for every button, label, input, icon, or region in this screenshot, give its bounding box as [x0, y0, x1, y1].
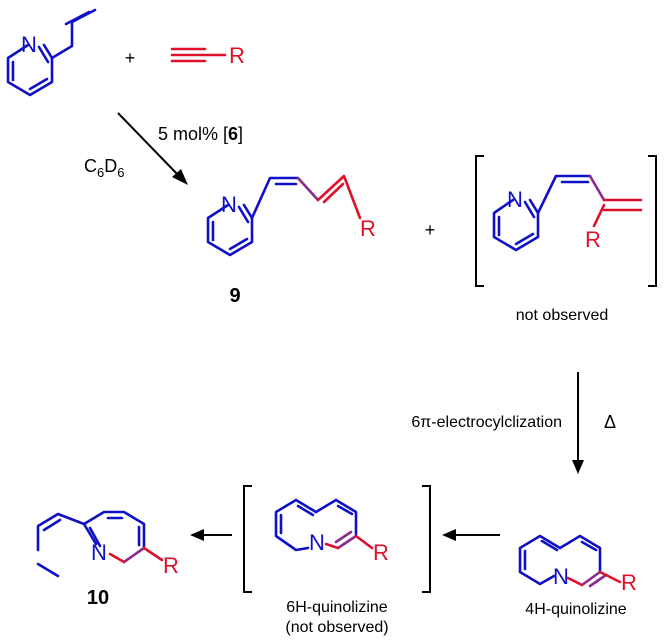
atom-label-r: R: [360, 216, 376, 241]
atom-label-n: N: [553, 564, 569, 589]
atom-label-r: R: [621, 570, 637, 595]
bracket-right-2: [422, 485, 431, 593]
reaction-arrow-2: [572, 372, 584, 474]
solvent-label: C6D6: [84, 156, 124, 180]
plus-sign-top: +: [125, 48, 136, 68]
atom-label-n: N: [221, 192, 237, 217]
plus-sign-middle: +: [425, 220, 436, 240]
not-observed-label: not observed: [516, 307, 609, 324]
quinolizine-4h-label: 4H-quinolizine: [525, 601, 626, 618]
product-10-molecule: N R: [36, 510, 179, 578]
bracket-left-2: [243, 485, 252, 593]
atom-label-n: N: [91, 540, 107, 565]
atom-label-n: N: [21, 32, 37, 57]
electrocyclization-label: 6π-electrocylclization: [411, 414, 562, 431]
vinylpyridine-molecule: N: [6, 8, 97, 97]
compound-10-label: 10: [87, 587, 109, 609]
reaction-arrow-3: [442, 529, 500, 541]
bracket-left-1: [475, 155, 484, 287]
atom-label-r: R: [229, 43, 245, 68]
atom-label-n: N: [309, 530, 325, 555]
bracket-right-1: [648, 155, 657, 287]
reaction-arrow-4: [190, 529, 232, 541]
reaction-arrow-1: [117, 112, 188, 185]
catalyst-label: 5 mol% [6]: [158, 124, 243, 144]
branched-isomer-molecule: N R: [492, 174, 643, 252]
quinolizine-6h-label: 6H-quinolizine: [286, 599, 387, 616]
heat-label: Δ: [604, 412, 616, 432]
atom-label-r: R: [163, 553, 179, 578]
atom-label-r: R: [373, 540, 389, 565]
alkyne-molecule: R: [170, 43, 245, 68]
quinolizine-4h-molecule: N R: [518, 534, 637, 595]
atom-label-r: R: [585, 227, 601, 252]
compound-9-label: 9: [229, 285, 240, 307]
quinolizine-6h-molecule: N R: [274, 498, 389, 565]
product-9-molecule: N R: [206, 174, 376, 257]
quinolizine-6h-note: (not observed): [285, 619, 388, 636]
atom-label-n: N: [507, 187, 523, 212]
